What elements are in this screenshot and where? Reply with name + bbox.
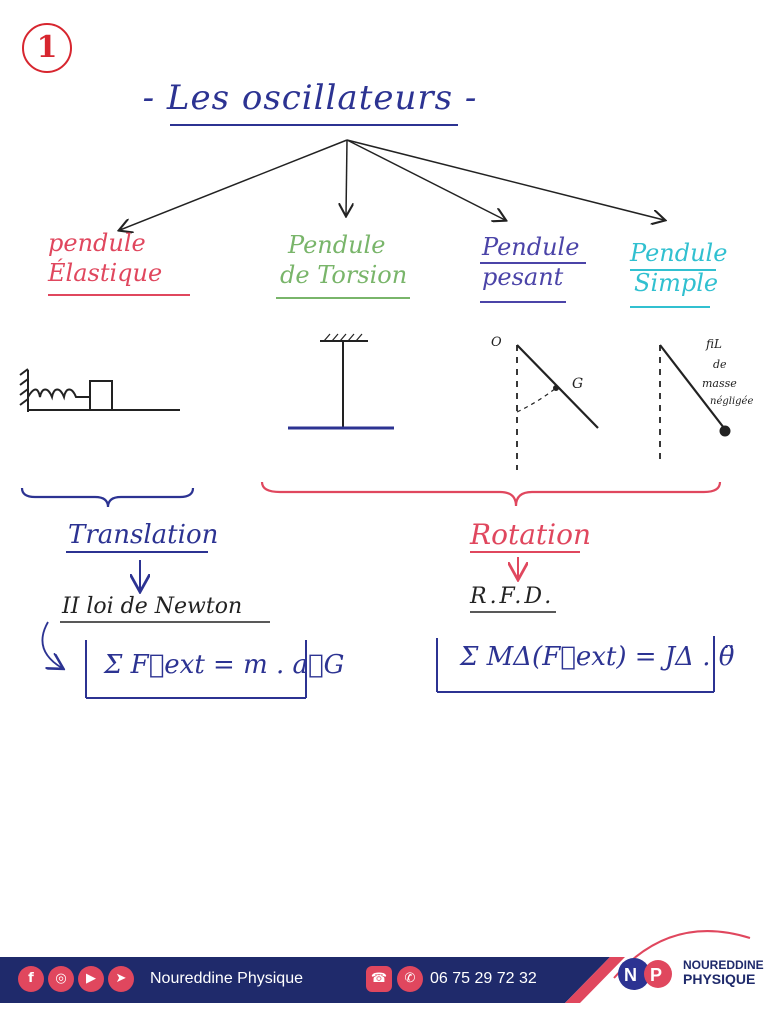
rfd-label: R.F.D.: [470, 584, 555, 609]
svg-text:N: N: [624, 965, 637, 985]
wire-note: fiL de masse négligée: [702, 337, 753, 407]
spring-pendulum-diagram: [19, 368, 180, 412]
translation-label: Translation: [68, 520, 219, 550]
pivot-label: O: [491, 335, 502, 350]
footer-phone: 06 75 29 72 32: [430, 970, 537, 987]
svg-text:fiL: fiL: [705, 337, 722, 351]
telegram-icon[interactable]: ➤: [108, 966, 134, 992]
translation-brace: [20, 487, 195, 508]
page-number: 1: [22, 23, 72, 73]
phone-icon: ☎: [366, 966, 392, 992]
svg-text:P: P: [650, 965, 662, 985]
whatsapp-icon[interactable]: ✆: [397, 966, 423, 992]
newton-law: II loi de Newton: [62, 594, 243, 619]
translation-formula-box: [85, 640, 307, 699]
rotation-label: Rotation: [470, 518, 591, 551]
footer-band: f ◎ ▶ ➤ Noureddine Physique ☎ ✆ 06 75 29…: [0, 955, 768, 1005]
instagram-icon[interactable]: ◎: [48, 966, 74, 992]
page-title: - Les oscillateurs -: [142, 78, 478, 118]
tree-arrows: [120, 139, 664, 230]
rotation-formula-box: [436, 636, 715, 693]
torsion-pendulum-diagram: [288, 333, 394, 430]
brand-logo: N P: [613, 930, 751, 990]
svg-text:masse: masse: [702, 377, 737, 390]
compound-pendulum-diagram: [516, 344, 599, 470]
translation-formula: Σ F⃗ext = m . a⃗G: [104, 650, 345, 680]
rotation-formula: Σ MΔ(F⃗ext) = JΔ . θ̈: [460, 642, 735, 672]
facebook-icon[interactable]: f: [18, 966, 44, 992]
rotation-brace: [260, 481, 722, 507]
footer-name: Noureddine Physique: [150, 970, 303, 987]
svg-text:de: de: [713, 358, 727, 371]
svg-text:négligée: négligée: [710, 396, 753, 407]
center-of-mass-label: G: [572, 376, 583, 392]
simple-pendulum-diagram: [659, 344, 731, 460]
youtube-icon[interactable]: ▶: [78, 966, 104, 992]
title-underline: [170, 124, 458, 126]
logo-text: NOUREDDINE PHYSIQUE: [683, 958, 764, 987]
